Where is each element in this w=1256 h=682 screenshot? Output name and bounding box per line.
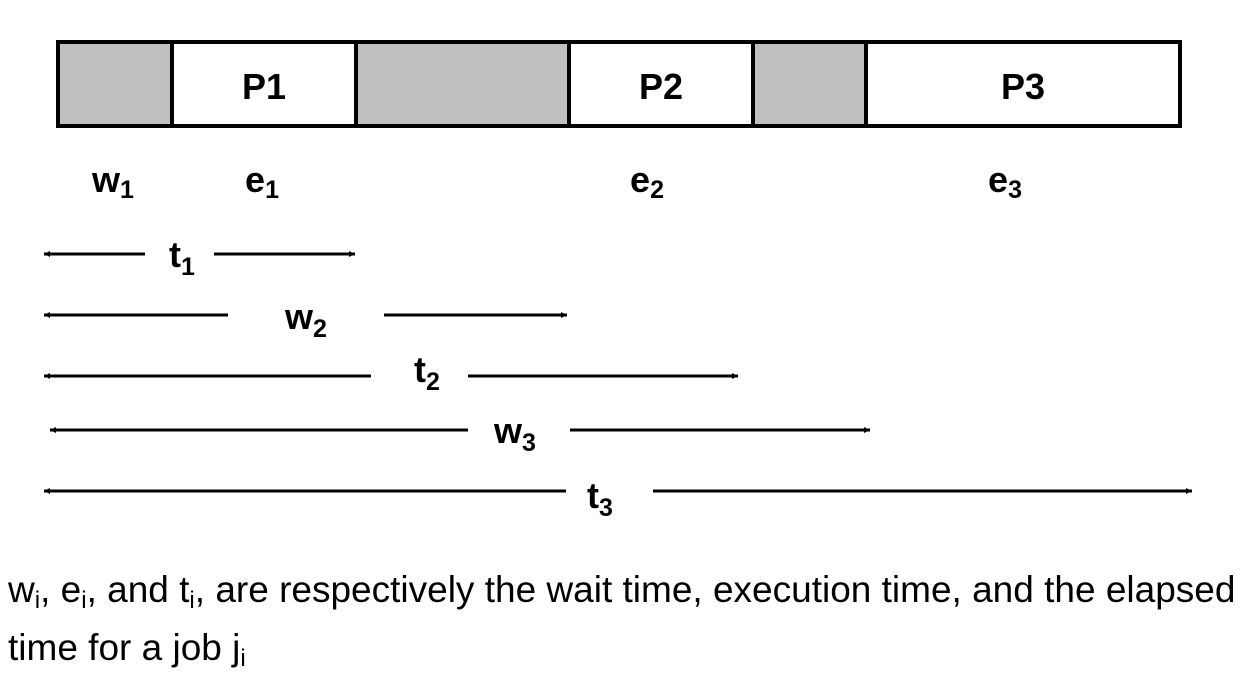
job-segment-p3 [864, 40, 1182, 128]
exec-symbol-e1: e1 [245, 159, 279, 204]
interval-t2: t2 [44, 349, 738, 396]
caption-w: w [8, 569, 35, 610]
interval-w2-label: w2 [284, 296, 327, 343]
caption-e-sub: i [81, 587, 87, 614]
wait-segment-2 [354, 40, 571, 128]
interval-t3: t3 [44, 475, 1192, 522]
job-segment-p1 [170, 40, 358, 128]
interval-w2: w2 [44, 296, 567, 343]
caption-sep1: , [40, 569, 61, 610]
job-label-p1: P1 [242, 66, 286, 107]
job-label-p2: P2 [639, 66, 683, 107]
caption-w-sub: i [34, 587, 41, 614]
caption-e: e [60, 569, 82, 610]
interval-t1: t1 [44, 234, 355, 281]
caption-mid: , are respectively the wait time, execut… [8, 569, 1236, 668]
caption-t: t [179, 569, 190, 610]
interval-t2-label: t2 [414, 349, 440, 396]
wait-segment-1 [56, 40, 174, 128]
job-segment-p2 [567, 40, 755, 128]
job-label-p3: P3 [1001, 66, 1045, 107]
caption-t-sub: i [189, 587, 195, 614]
caption-sep2: , and [86, 569, 180, 610]
interval-t1-label: t1 [169, 234, 195, 281]
exec-symbol-e2: e2 [630, 159, 664, 204]
interval-t3-label: t3 [587, 475, 613, 522]
interval-w3: w3 [50, 410, 870, 457]
caption-j: j [232, 627, 241, 668]
wait-segment-3 [751, 40, 868, 128]
wait-symbol-w1: w1 [91, 159, 134, 204]
caption-j-sub: i [240, 645, 246, 672]
exec-symbol-e3: e3 [988, 159, 1022, 204]
timing-diagram: P1 P2 P3 w1 e1 e2 e3 t1 w2 t2 w3 t3 [44, 40, 1192, 522]
caption: wi, ei, and ti, are respectively the wai… [8, 566, 1253, 682]
interval-w3-label: w3 [493, 410, 536, 457]
timeline-bar: P1 P2 P3 [56, 40, 1182, 128]
